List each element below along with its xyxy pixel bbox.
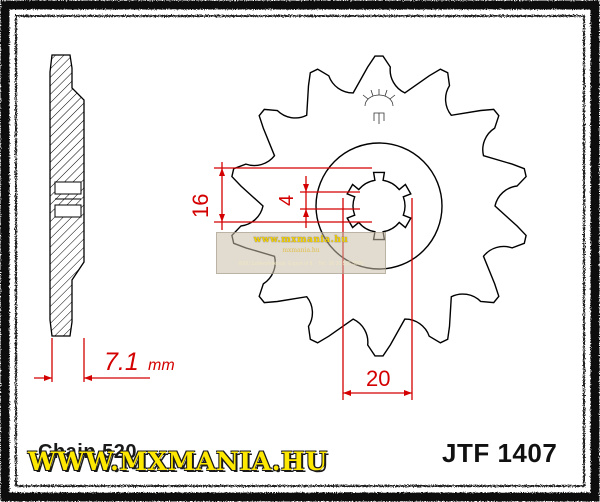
width-unit: mm	[148, 357, 175, 374]
chain-caption: Chain 520	[38, 441, 137, 463]
part-number: JTF 1407	[442, 438, 558, 468]
hub-slot-1	[54, 181, 82, 195]
watermark-banner-contact: 6000 Székesfehérvár, Export út 8. · Tel.…	[238, 261, 364, 267]
height-inner-value: 4	[276, 195, 298, 206]
site-watermark: WWW.MXMANIA.HU	[28, 447, 328, 476]
sprocket-side-view	[49, 54, 85, 337]
side-profile	[49, 54, 85, 337]
sprocket-front-view	[231, 55, 527, 357]
watermark-banner-url: www.mxmania.hu	[253, 235, 349, 245]
width-value: 7.1	[104, 348, 139, 376]
front-dimensions	[214, 162, 413, 400]
bore-value: 20	[366, 366, 390, 391]
height-outer-value: 16	[188, 194, 213, 218]
watermark-banner: www.mxmania.hu mxmania.hu 6000 Székesfeh…	[216, 232, 386, 274]
hub-slot-2	[54, 204, 82, 218]
sun-logo-icon	[362, 89, 396, 124]
watermark-banner-logo: mxmania.hu	[282, 247, 320, 254]
width-dimension	[34, 338, 150, 382]
